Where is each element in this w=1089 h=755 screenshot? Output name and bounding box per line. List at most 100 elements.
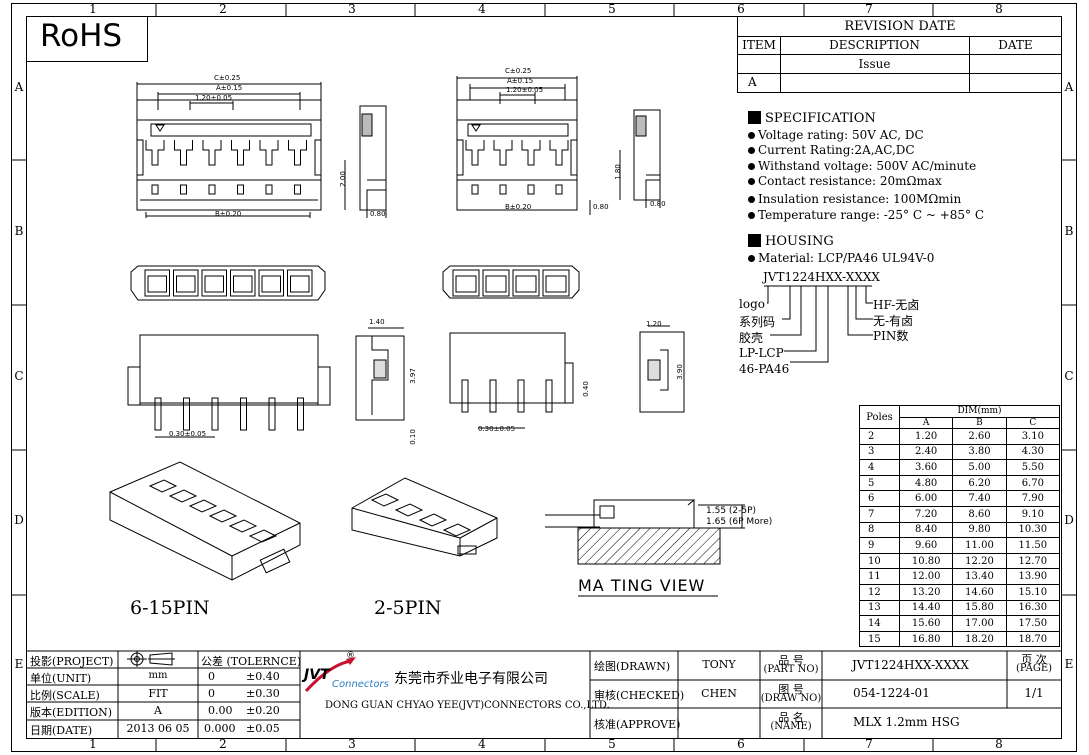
company-name-en: DONG GUAN CHYAO YEE(JVT)CONNECTORS CO.,L… (325, 700, 610, 711)
unit-value: mm (148, 670, 168, 681)
logo-swoosh-icon (304, 657, 356, 693)
top-view-6pin (136, 82, 322, 218)
zone-row-b: B (14, 224, 24, 238)
dim-1-20: 1.20 (646, 320, 662, 328)
projection-symbol-icon (127, 651, 175, 667)
side-view-4pin (619, 109, 661, 208)
dim-value-cell: 7.90 (1005, 490, 1061, 507)
draw-no-value: 054-1224-01 (853, 686, 930, 700)
part-code: JVT1224HXX-XXXX (763, 270, 880, 284)
tol-1-value: ±0.40 (246, 670, 280, 683)
label-2-5pin: 2-5PIN (374, 597, 442, 619)
tol-3-base: 0.00 (208, 704, 233, 717)
dim-1-65: 1.65 (6P More) (706, 517, 773, 527)
draw-no-label: 图 号 (778, 683, 804, 696)
dim-pitch-4pin: 1.20±0.05 (506, 86, 544, 94)
zone-col-3-bottom: 3 (348, 737, 356, 751)
page-value: 1/1 (1024, 686, 1044, 700)
code-label-46-pa46: 46-PA46 (739, 362, 790, 376)
logo-connectors: Connectors (332, 679, 389, 690)
side-view-6pin (344, 105, 387, 218)
dim-pitch-6pin: 1.20±0.05 (195, 94, 233, 102)
bullet-icon (748, 212, 755, 219)
tol-3-value: ±0.20 (246, 704, 280, 717)
zone-row-e-right: E (1064, 657, 1074, 671)
dim-0-80-left: 0.80 (370, 210, 386, 218)
bottom-view-4pin (449, 332, 574, 429)
tol-1-base: 0 (208, 670, 215, 683)
bullet-icon (748, 147, 755, 154)
part-no-label-en: (PART NO) (763, 664, 819, 675)
name-value: MLX 1.2mm HSG (853, 715, 960, 729)
logo-jvt: JVT (304, 667, 330, 683)
zone-col-3: 3 (348, 2, 356, 16)
tol-4-base: 0.000 (204, 722, 236, 735)
mating-view-diagram (545, 498, 745, 565)
bullet-icon (748, 131, 755, 139)
housing-heading-text: HOUSING (765, 233, 834, 249)
spec-item-contact: Contact resistance: 20mΩmax (748, 174, 984, 190)
draw-no-label-en: (DRAW NO) (760, 693, 822, 704)
revision-header-item: ITEM (742, 38, 776, 52)
part-no-value: JVT1224HXX-XXXX (852, 658, 969, 672)
dim-1-55: 1.55 (2-5P) (706, 506, 757, 516)
zone-col-1: 1 (89, 2, 97, 16)
spec-temperature-text: Temperature range: -25° C ~ +85° C (758, 208, 985, 222)
rohs-label: RoHS (40, 18, 123, 54)
zone-row-c-right: C (1064, 369, 1074, 383)
approve-label: 核准(APPROVE) (594, 718, 681, 731)
revision-desc-issue: Issue (858, 57, 891, 71)
top-view-4pin (456, 76, 591, 215)
dim-1-40: 1.40 (369, 318, 385, 326)
unit-label: 单位(UNIT) (30, 672, 92, 685)
company-name-cn: 东莞市乔业电子有限公司 (394, 671, 548, 687)
projection-label: 投影(PROJECT) (30, 655, 114, 668)
bullet-icon (748, 178, 755, 185)
housing-material-text: Material: LCP/PA46 UL94V-0 (758, 251, 935, 265)
zone-col-7: 7 (865, 2, 873, 16)
side-bottom-6pin (355, 327, 405, 421)
mating-view-label: MA TING VIEW (578, 576, 706, 595)
zone-col-6-bottom: 6 (737, 737, 745, 751)
spec-insulation-text: Insulation resistance: 100MΩmin (758, 191, 962, 206)
dim-c-6pin: C±0.25 (214, 74, 241, 82)
checked-label: 审核(CHECKED) (594, 689, 685, 702)
spec-item-withstand: Withstand voltage: 500V AC/minute (748, 159, 984, 175)
company-logo: JVT ® Connectors (302, 651, 392, 699)
zone-col-2-bottom: 2 (219, 737, 227, 751)
revision-title: REVISION DATE (844, 19, 956, 34)
bullet-icon (748, 195, 755, 203)
page-label-en: (PAGE) (1015, 663, 1053, 674)
zone-col-8-bottom: 8 (995, 737, 1003, 751)
zone-row-d: D (14, 513, 24, 527)
code-label-logo: logo (739, 297, 765, 311)
zone-row-b-right: B (1064, 224, 1074, 238)
tol-2-base: 0 (208, 687, 215, 700)
scale-value: FIT (148, 687, 168, 700)
spec-item-temperature: Temperature range: -25° C ~ +85° C (748, 208, 984, 224)
name-label-en: (NAME) (770, 721, 812, 732)
isometric-6pin (109, 461, 301, 581)
dim-a-4pin: A±0.15 (507, 77, 534, 85)
dim-pin-6pin: 0.30±0.05 (169, 430, 207, 438)
edition-label: 版本(EDITION) (30, 706, 113, 719)
code-label-housing: 胶壳 (739, 331, 764, 345)
zone-col-7-bottom: 7 (865, 737, 873, 751)
housing-material: Material: LCP/PA46 UL94V-0 (748, 251, 984, 267)
rohs-box: RoHS (26, 16, 148, 62)
spec-heading: SPECIFICATION (748, 111, 984, 127)
edition-value: A (154, 704, 162, 717)
zone-row-e: E (14, 657, 24, 671)
code-label-halogen: 无-有卤 (873, 314, 914, 328)
